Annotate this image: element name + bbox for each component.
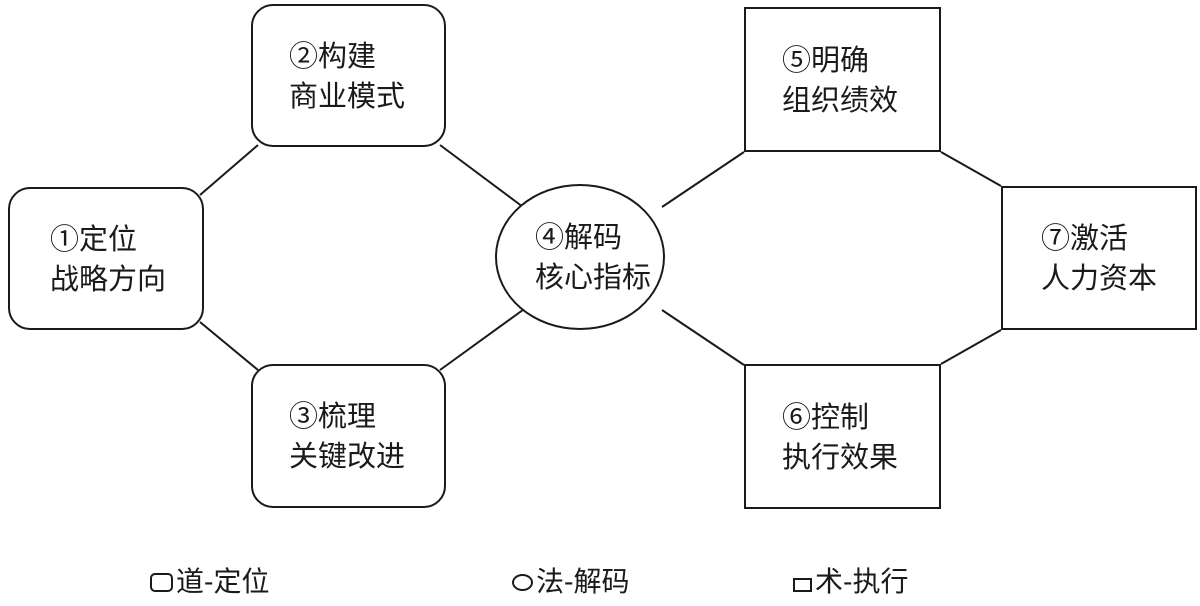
legend-fa-label: 法-解码 [536, 565, 630, 598]
node-core-indicators-line1: ④解码 [535, 220, 623, 254]
connector-n5-n7 [940, 151, 1002, 187]
node-execution-effect-line2: 执行效果 [782, 439, 899, 474]
connector-n4-n6 [661, 309, 745, 366]
node-key-improvement-line1: ③梳理 [289, 399, 377, 433]
legend-fa: 法-解码 [512, 564, 629, 600]
node-execution-effect: ⑥控制 执行效果 [744, 364, 941, 509]
node-execution-effect-line1: ⑥控制 [782, 399, 870, 434]
node-org-performance-line1: ⑤明确 [782, 42, 870, 77]
node-org-performance-line2: 组织绩效 [782, 82, 899, 117]
node-business-model-line1: ②构建 [289, 38, 377, 73]
node-business-model: ②构建 商业模式 [251, 4, 446, 147]
rounded-rect-icon [150, 572, 173, 592]
ellipse-icon [512, 573, 533, 591]
connector-n6-n7 [940, 329, 1002, 365]
node-human-capital-line1: ⑦激活 [1041, 221, 1129, 255]
node-strategy-direction: ①定位 战略方向 [8, 187, 204, 330]
legend-dao: 道-定位 [150, 564, 269, 600]
node-core-indicators: ④解码 核心指标 [495, 184, 665, 330]
legend-shu: 术-执行 [793, 564, 908, 600]
node-key-improvement-line2: 关键改进 [289, 439, 406, 473]
node-human-capital-line2: 人力资本 [1041, 261, 1158, 295]
node-human-capital: ⑦激活 人力资本 [1001, 186, 1197, 330]
node-core-indicators-line2: 核心指标 [535, 260, 652, 294]
node-business-model-line2: 商业模式 [289, 78, 406, 113]
node-strategy-direction-line1: ①定位 [50, 221, 138, 256]
connector-n3-n4 [439, 306, 528, 371]
legend-dao-label: 道-定位 [176, 565, 270, 598]
connector-n1-n3 [199, 321, 259, 371]
connector-n4-n5 [661, 151, 745, 208]
node-org-performance: ⑤明确 组织绩效 [744, 7, 941, 152]
connector-n1-n2 [199, 144, 259, 196]
node-key-improvement: ③梳理 关键改进 [251, 364, 446, 508]
square-icon [793, 578, 812, 592]
connector-n2-n4 [439, 144, 528, 211]
node-strategy-direction-line2: 战略方向 [50, 261, 167, 296]
legend-shu-label: 术-执行 [815, 565, 909, 598]
